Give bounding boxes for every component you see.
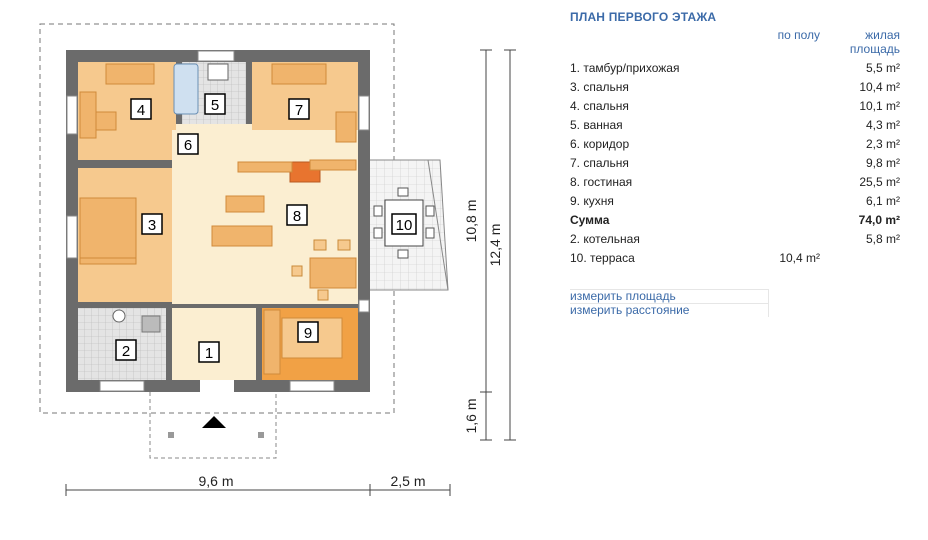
dimension-lines: [65, 49, 516, 496]
col-living-header: жилая площадь: [830, 28, 900, 56]
area-row: 4. спальня 10,1 m²: [570, 99, 900, 118]
area-row-living: 10,4 m²: [859, 80, 900, 94]
boiler: [141, 315, 161, 333]
svg-text:6: 6: [184, 137, 192, 154]
svg-text:5: 5: [211, 97, 219, 114]
area-row: 1. тамбур/прихожая 5,5 m²: [570, 61, 900, 80]
area-row: 8. гостиная 25,5 m²: [570, 175, 900, 194]
area-row-name: 5. ванная: [570, 118, 623, 132]
measure-distance-link[interactable]: измерить расстояние: [570, 303, 769, 317]
washbasin: [207, 63, 229, 81]
area-row: 7. спальня 9,8 m²: [570, 156, 900, 175]
area-row-living: 10,1 m²: [859, 99, 900, 113]
area-row-living: 4,3 m²: [865, 118, 900, 132]
area-row-living: 5,8 m²: [865, 232, 900, 246]
area-row-name: 6. коридор: [570, 137, 630, 151]
dim-width-main: 9,6 m: [198, 473, 233, 489]
room-label-2: 2: [115, 339, 137, 361]
dim-depth-total: 12,4 m: [487, 224, 503, 267]
toilet: [112, 309, 126, 323]
plan-title: ПЛАН ПЕРВОГО ЭТАЖА: [570, 10, 717, 24]
area-row-living: 74,0 m²: [858, 213, 900, 227]
area-row-name: 8. гостиная: [570, 175, 633, 189]
chairs: [291, 239, 351, 301]
area-row: 2. котельная 5,8 m²: [570, 232, 900, 251]
area-row-name: 2. котельная: [570, 232, 640, 246]
area-row-living: 9,8 m²: [865, 156, 900, 170]
area-row-living: 5,5 m²: [865, 61, 900, 75]
area-row: 3. спальня 10,4 m²: [570, 80, 900, 99]
area-row-living: 2,3 m²: [865, 137, 900, 151]
room-label-3: 3: [141, 213, 163, 235]
area-row-name: 7. спальня: [570, 156, 629, 170]
svg-text:1: 1: [205, 345, 213, 362]
area-row-name: 9. кухня: [570, 194, 614, 208]
room-label-8: 8: [286, 204, 308, 226]
svg-text:2: 2: [122, 343, 130, 360]
col-living-line2: площадь: [849, 42, 900, 56]
area-row: 6. коридор 2,3 m²: [570, 137, 900, 156]
svg-text:10: 10: [396, 217, 413, 234]
area-row: 5. ванная 4,3 m²: [570, 118, 900, 137]
area-row-name: 10. терраса: [570, 251, 635, 265]
area-row: Сумма 74,0 m²: [570, 213, 900, 232]
svg-text:3: 3: [148, 217, 156, 234]
dim-width-terrace: 2,5 m: [390, 473, 425, 489]
room-label-5: 5: [204, 93, 226, 115]
area-row-floor: 10,4 m²: [779, 251, 820, 265]
bathtub: [173, 63, 199, 115]
dim-depth-house: 10,8 m: [463, 200, 479, 243]
area-row-name: 4. спальня: [570, 99, 629, 113]
room-label-7: 7: [288, 98, 310, 120]
col-floor-header: по полу: [777, 28, 820, 42]
area-row-name: 3. спальня: [570, 80, 629, 94]
area-row-name: Сумма: [570, 213, 610, 227]
svg-text:4: 4: [137, 102, 145, 119]
area-row-living: 6,1 m²: [865, 194, 900, 208]
area-row-living: 25,5 m²: [859, 175, 900, 189]
room-label-6: 6: [177, 133, 199, 155]
windows: [66, 50, 370, 392]
area-row: 10. терраса 10,4 m²: [570, 251, 900, 270]
room-label-10: 10: [391, 213, 417, 235]
area-table-panel: ПЛАН ПЕРВОГО ЭТАЖА по полу жилая площадь…: [560, 0, 920, 540]
room-label-9: 9: [297, 321, 319, 343]
measure-area-link[interactable]: измерить площадь: [570, 289, 769, 303]
room-label-4: 4: [130, 98, 152, 120]
svg-text:8: 8: [293, 208, 301, 225]
svg-text:9: 9: [304, 325, 312, 342]
room-label-1: 1: [198, 341, 220, 363]
svg-text:7: 7: [295, 102, 303, 119]
roof-outline: [39, 23, 395, 414]
area-row-name: 1. тамбур/прихожая: [570, 61, 680, 75]
floor-plan-drawing: 4 5 7 6 3 8 10 9 2 1: [39, 23, 516, 496]
porch: [149, 380, 277, 459]
area-row: 9. кухня 6,1 m²: [570, 194, 900, 213]
dim-depth-porch: 1,6 m: [463, 398, 479, 433]
col-living-line1: жилая: [865, 28, 900, 42]
